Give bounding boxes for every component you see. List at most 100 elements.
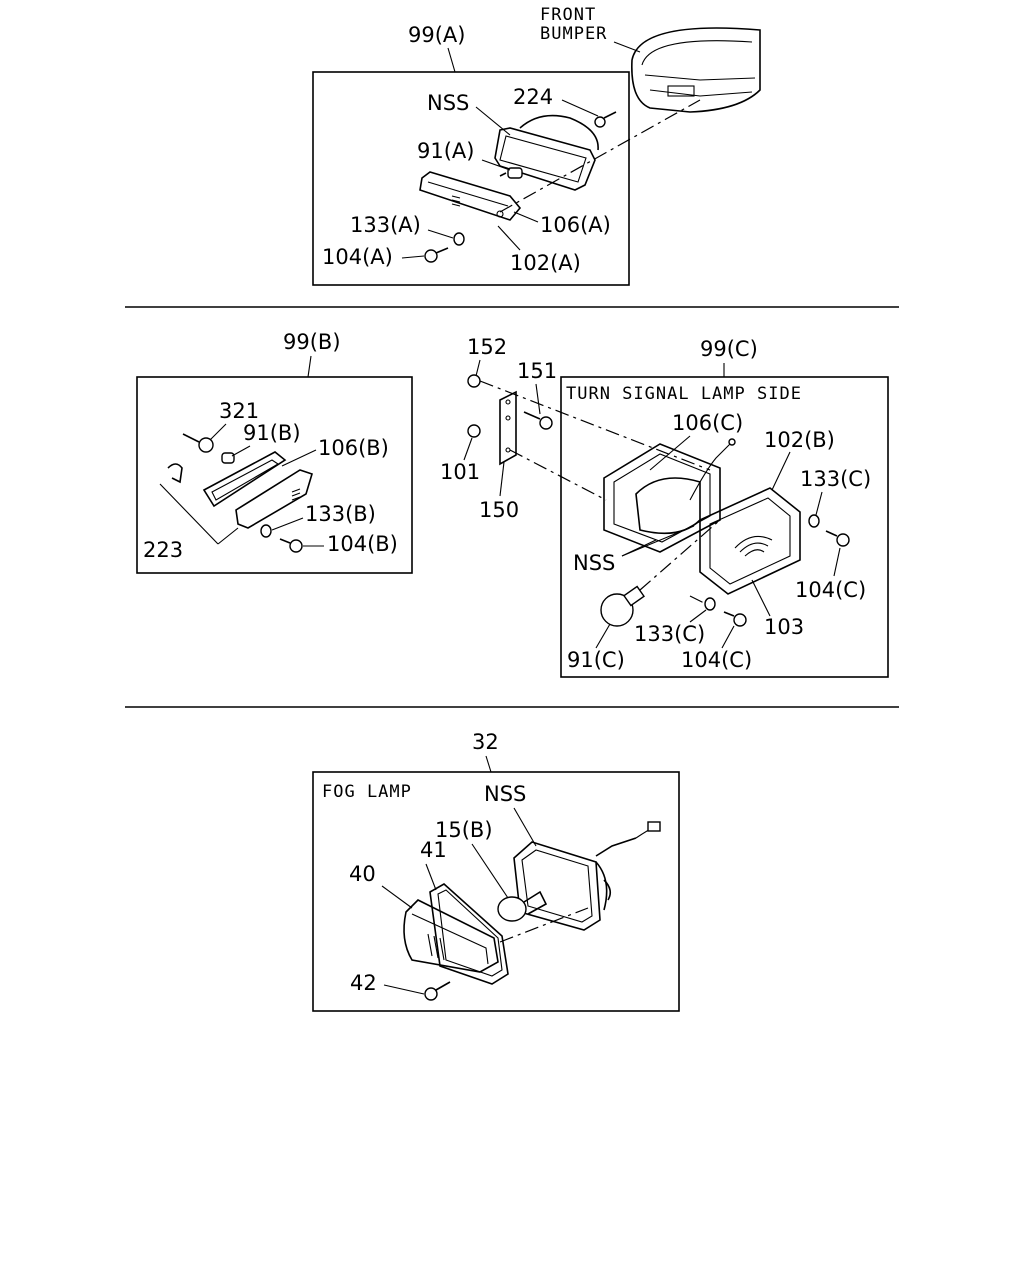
leader-224 <box>561 99 599 117</box>
section-fog-frame <box>312 771 680 1012</box>
assembly-line-c <box>639 519 721 591</box>
part-104c-bottom: 104(C) <box>681 648 752 672</box>
bulb-91b <box>221 452 235 464</box>
part-133b: 133(B) <box>305 502 376 526</box>
screw-104b <box>279 538 303 553</box>
part-102b: 102(B) <box>764 428 835 452</box>
leader-91b <box>231 445 251 457</box>
gasket-106b <box>202 451 287 508</box>
assembly-line-c-2 <box>689 595 707 605</box>
part-101: 101 <box>440 460 480 484</box>
gasket-41 <box>429 883 509 985</box>
part-nss-a: NSS <box>427 91 469 115</box>
part-133c-bottom: 133(C) <box>634 622 705 646</box>
leader-133c-top <box>815 491 823 516</box>
leader-133c-bottom <box>689 609 707 623</box>
part-152: 152 <box>467 335 507 359</box>
leader-151 <box>535 383 541 415</box>
section-b-frame <box>136 376 413 574</box>
bracket-assembly: 152 151 101 150 <box>440 335 711 522</box>
leader-91a <box>481 159 511 171</box>
part-41: 41 <box>420 838 447 862</box>
leader-40 <box>381 885 413 909</box>
part-104b: 104(B) <box>327 532 398 556</box>
lens-housing-102b <box>699 487 801 595</box>
part-106b: 106(B) <box>318 436 389 460</box>
bulb-91a <box>499 167 523 179</box>
group-label-32: 32 <box>472 730 499 754</box>
group-label-99a: 99(A) <box>408 23 465 47</box>
leader-nss-fog <box>513 807 537 847</box>
nut-152 <box>467 374 481 388</box>
part-106a: 106(A) <box>540 213 611 237</box>
part-321: 321 <box>219 399 259 423</box>
leader-223-b <box>217 527 239 545</box>
lens-a <box>419 171 522 221</box>
part-102a: 102(A) <box>510 251 581 275</box>
section-c-caption: TURN SIGNAL LAMP SIDE <box>566 384 802 404</box>
leader-102a <box>497 225 521 251</box>
group-label-99b: 99(B) <box>283 330 341 354</box>
leader-nss-a <box>475 106 511 136</box>
section-c: 99(C) TURN SIGNAL LAMP SIDE 106(C) 102(B… <box>560 337 889 678</box>
part-40: 40 <box>349 862 376 886</box>
screw-104a <box>424 247 449 263</box>
bulb-91c <box>600 585 645 627</box>
leader-104a <box>401 255 425 259</box>
group-label-99c: 99(C) <box>700 337 758 361</box>
part-224: 224 <box>513 85 553 109</box>
part-91a: 91(A) <box>417 139 474 163</box>
leader-104c-bottom <box>721 625 735 649</box>
leader-133a <box>427 229 454 239</box>
leader-106a <box>513 211 539 223</box>
section-fog-caption: FOG LAMP <box>322 782 412 802</box>
fog-housing <box>513 821 661 931</box>
part-106c: 106(C) <box>672 411 743 435</box>
washer-133b <box>260 524 272 538</box>
part-133c-top: 133(C) <box>800 467 871 491</box>
part-150: 150 <box>479 498 519 522</box>
leader-321 <box>209 423 227 441</box>
screw-104c-right <box>825 530 850 547</box>
socket-321 <box>182 433 214 453</box>
screw-42 <box>424 981 451 1001</box>
front-bumper-drawing <box>631 27 761 113</box>
leader-103 <box>751 579 771 617</box>
part-133a: 133(A) <box>350 213 421 237</box>
screw-224 <box>594 111 617 128</box>
section-c-frame <box>560 376 889 678</box>
section-a: 99(A) FRONT BUMPER NSS 224 <box>312 5 761 286</box>
washer-133c-bottom <box>704 597 716 611</box>
part-103: 103 <box>764 615 804 639</box>
bulb-15b <box>497 890 548 922</box>
front-bumper-label-line1: FRONT <box>540 5 596 25</box>
lens-40 <box>403 899 499 973</box>
part-104c-right: 104(C) <box>795 578 866 602</box>
section-b: 99(B) 321 91(B) 106(B) 223 133(B) <box>136 330 413 574</box>
part-151: 151 <box>517 359 557 383</box>
assembly-line-fog <box>499 907 589 943</box>
bolt-151 <box>523 411 553 430</box>
assembly-line-a <box>499 99 701 213</box>
leader-133b <box>271 517 304 531</box>
part-42: 42 <box>350 971 377 995</box>
bracket-150 <box>499 390 517 466</box>
leader-32 <box>485 755 492 773</box>
part-nss-fog: NSS <box>484 782 526 806</box>
washer-133c-top <box>808 514 820 528</box>
leader-106b <box>281 449 317 467</box>
leader-nss-c-2 <box>621 539 657 557</box>
wire-c <box>689 443 731 501</box>
section-fog: 32 FOG LAMP NSS 15(B) 41 <box>312 730 680 1012</box>
leader-150 <box>499 461 505 497</box>
leader-152 <box>475 359 481 377</box>
front-bumper-label-line2: BUMPER <box>540 24 607 44</box>
clip-223 <box>167 463 183 484</box>
leader-101 <box>463 437 473 461</box>
assembly-line-bracket-2 <box>509 449 607 501</box>
leader-42 <box>383 984 425 995</box>
washer-133a <box>453 232 465 246</box>
leader-41 <box>425 863 437 891</box>
leader-99a <box>447 47 456 73</box>
